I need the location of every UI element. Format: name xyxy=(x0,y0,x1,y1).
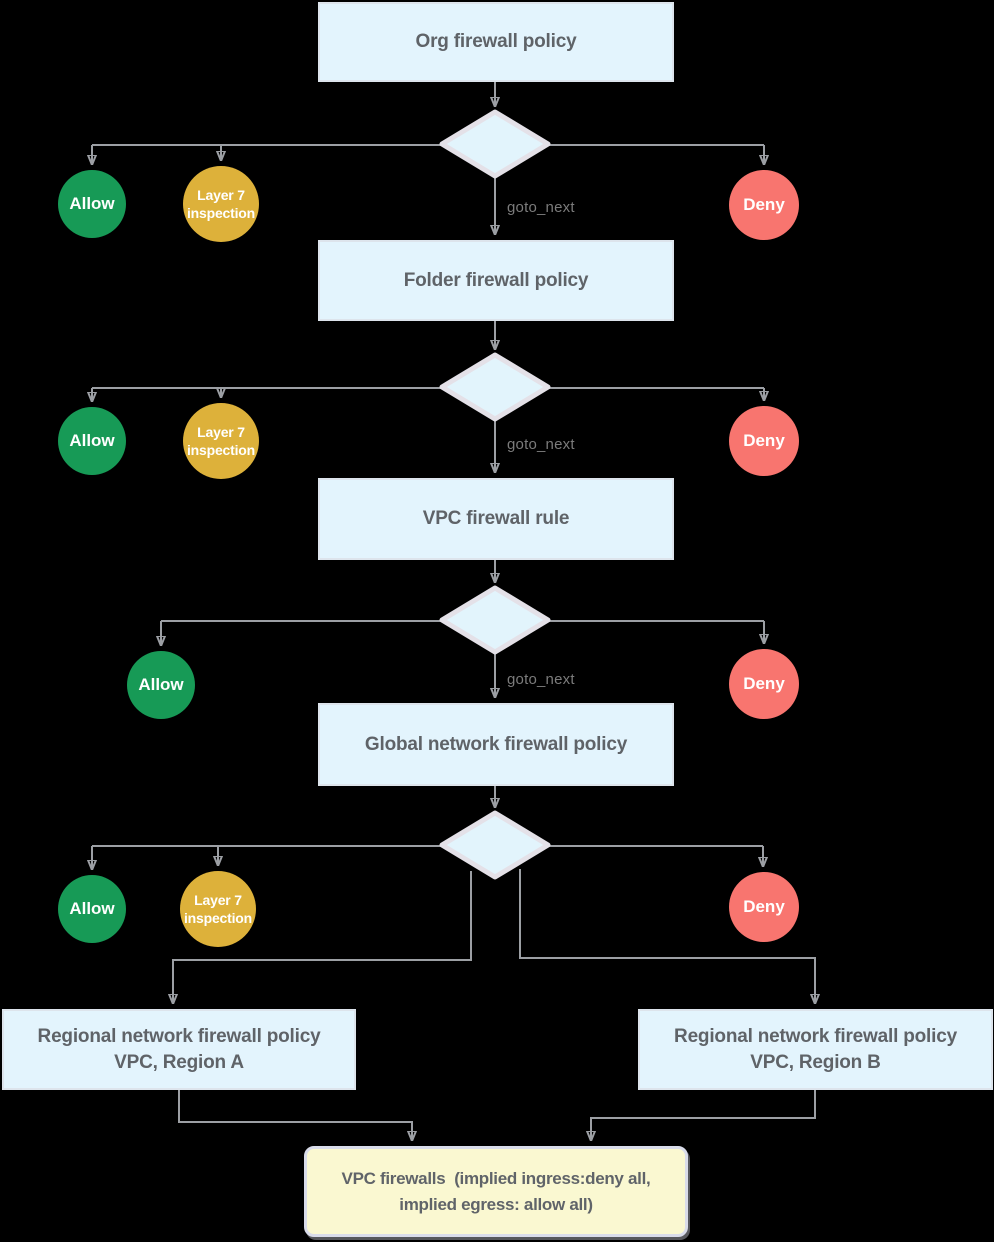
node-global-network-firewall-policy: Global network firewall policy xyxy=(318,703,674,786)
outcome-label: Allow xyxy=(69,899,115,918)
outcome-label: Deny xyxy=(743,674,785,693)
decision-diamond-global xyxy=(439,810,551,880)
outcome-label: Allow xyxy=(69,431,115,450)
node-label: Global network firewall policy xyxy=(364,733,628,755)
connector-regional-b-to-vpc-firewalls xyxy=(591,1090,816,1140)
outcome-label: Deny xyxy=(743,897,785,916)
outcome-label-line2: inspection xyxy=(186,205,255,221)
outcome-label: Deny xyxy=(743,431,785,450)
outcome-label-line1: Layer 7 xyxy=(197,424,245,440)
outcome-allow-level1: Allow xyxy=(58,170,126,238)
outcome-deny-level3: Deny xyxy=(729,649,799,719)
node-org-firewall-policy: Org firewall policy xyxy=(318,2,674,82)
node-label: VPC firewall rule xyxy=(422,508,570,529)
decision-diamond-folder xyxy=(439,352,551,422)
node-vpc-firewall-rule: VPC firewall rule xyxy=(318,478,674,560)
node-label-line1: VPC firewalls (implied ingress:deny all, xyxy=(341,1168,651,1188)
decision-diamond-org xyxy=(439,109,551,179)
edge-label-goto-next-1: goto_next xyxy=(507,199,575,216)
outcome-label-line2: inspection xyxy=(183,910,252,926)
outcome-label: Allow xyxy=(138,675,184,694)
outcome-allow-level4: Allow xyxy=(58,875,126,943)
node-label-line1: Regional network firewall policy xyxy=(674,1025,957,1047)
node-folder-firewall-policy: Folder firewall policy xyxy=(318,240,674,321)
decision-diamond-vpc-rule xyxy=(439,585,551,655)
outcome-label: Allow xyxy=(69,194,115,213)
node-regional-network-firewall-policy-a: Regional network firewall policy VPC, Re… xyxy=(2,1009,356,1090)
outcome-layer7-inspection-level4: Layer 7 inspection xyxy=(180,871,256,947)
node-vpc-firewalls: VPC firewalls (implied ingress:deny all,… xyxy=(304,1146,688,1237)
outcome-deny-level1: Deny xyxy=(729,170,799,240)
connector-regional-a-to-vpc-firewalls xyxy=(178,1090,412,1140)
node-label: Folder firewall policy xyxy=(403,269,589,291)
node-label-line2: VPC, Region B xyxy=(750,1051,881,1073)
outcome-layer7-inspection-level2: Layer 7 inspection xyxy=(183,403,259,479)
outcome-label: Deny xyxy=(743,195,785,214)
outcome-allow-level3: Allow xyxy=(127,651,195,719)
edge-label-goto-next-2: goto_next xyxy=(507,436,575,453)
edge-label-goto-next-3: goto_next xyxy=(507,671,575,688)
connector-decision4-to-regional-b xyxy=(519,869,815,1003)
node-label-line2: VPC, Region A xyxy=(114,1051,244,1073)
node-label-line1: Regional network firewall policy xyxy=(37,1025,321,1047)
connector-decision4-to-regional-a xyxy=(173,871,472,1003)
node-label-line2: implied egress: allow all) xyxy=(399,1194,593,1214)
node-regional-network-firewall-policy-b: Regional network firewall policy VPC, Re… xyxy=(638,1009,993,1090)
node-label: Org firewall policy xyxy=(415,31,577,52)
outcome-label-line1: Layer 7 xyxy=(194,892,242,908)
outcome-label-line1: Layer 7 xyxy=(197,187,245,203)
outcome-layer7-inspection-level1: Layer 7 inspection xyxy=(183,166,259,242)
outcome-allow-level2: Allow xyxy=(58,407,126,475)
outcome-deny-level4: Deny xyxy=(729,872,799,942)
outcome-label-line2: inspection xyxy=(186,442,255,458)
outcome-deny-level2: Deny xyxy=(729,406,799,476)
